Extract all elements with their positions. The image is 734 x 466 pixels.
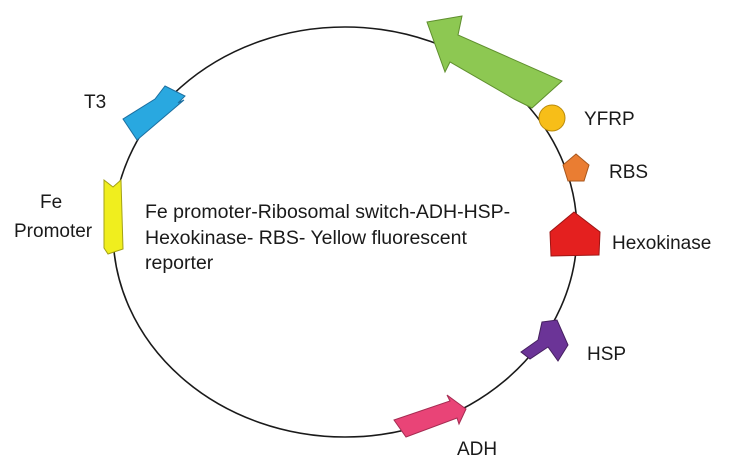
rbs-label: RBS: [609, 162, 648, 183]
construct-description-line3: reporter: [145, 252, 214, 274]
fe-promoter-label-line1: Fe: [40, 192, 62, 213]
adh-part-arrow: [393, 394, 467, 438]
hsp-label: HSP: [587, 344, 626, 365]
yfrp-label: YFRP: [584, 109, 635, 130]
rbs-part-pentagon: [562, 153, 590, 182]
yfrp-coding-arrow: [426, 15, 563, 109]
hexokinase-part-shape: [549, 211, 601, 257]
construct-description-line1: Fe promoter-Ribosomal switch-ADH-HSP-: [145, 201, 510, 223]
yfrp-part-circle: [538, 104, 566, 132]
fe-promoter-label-line2: Promoter: [14, 221, 93, 242]
t3-label: T3: [84, 92, 106, 113]
fe-promoter-part-arrow: [103, 178, 124, 255]
construct-description-line2: Hexokinase- RBS- Yellow fluorescent: [145, 227, 467, 249]
hsp-part-chevron: [520, 319, 569, 362]
hexokinase-label: Hexokinase: [612, 233, 711, 254]
t3-part-arrow: [122, 85, 186, 141]
adh-label: ADH: [457, 439, 497, 460]
